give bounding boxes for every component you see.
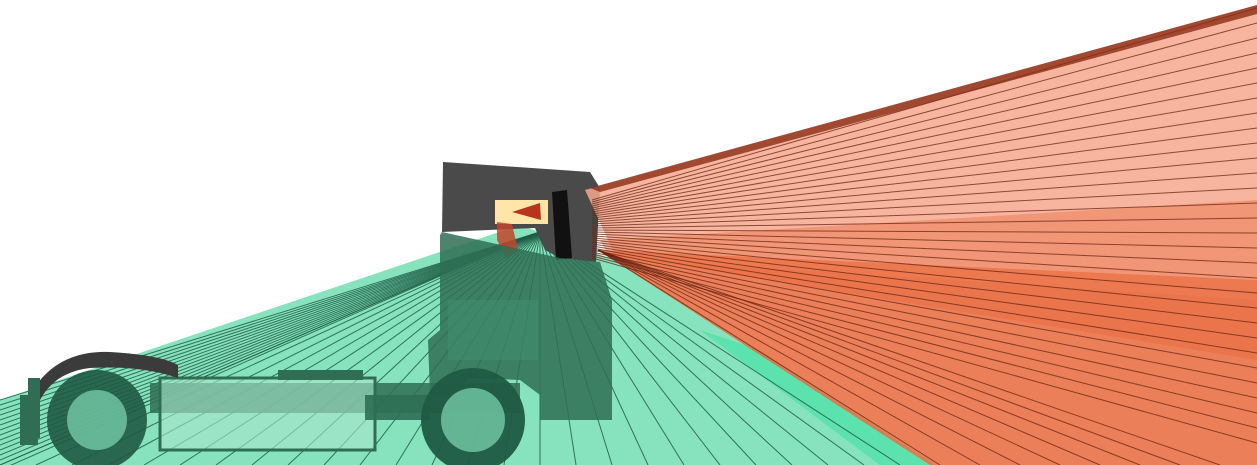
truck-front-wheel-hub — [441, 388, 505, 452]
truck-fuel-tank — [160, 378, 375, 450]
truck-step — [365, 395, 430, 420]
truck-cab-panel — [448, 300, 538, 360]
truck-rear-wheel-hub — [67, 390, 127, 450]
truck-frame-rail — [278, 370, 363, 380]
truck-rear-bumper — [20, 395, 38, 445]
